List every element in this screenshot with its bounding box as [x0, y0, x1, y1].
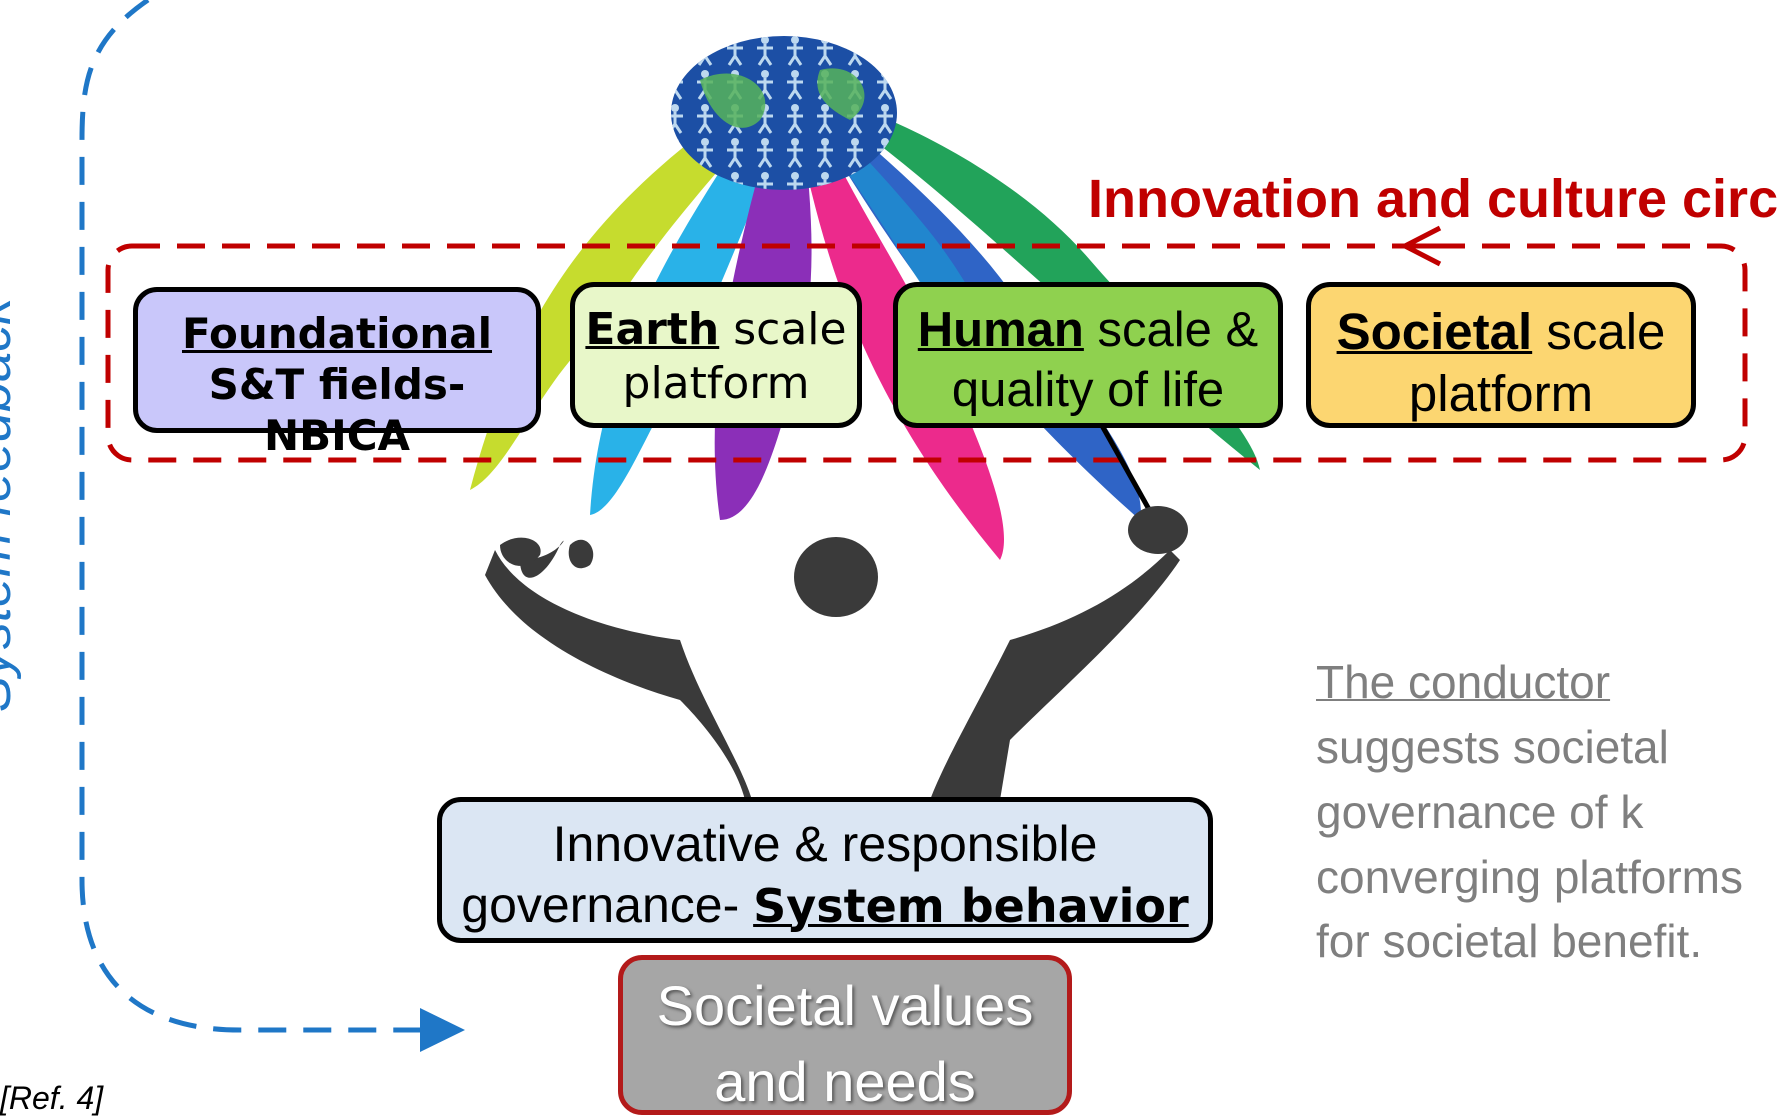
foundational-line2: S&T fields-NBICA: [208, 360, 466, 461]
earth-box: Earth scale platform: [570, 282, 862, 428]
societal-box: Societal scale platform: [1306, 282, 1696, 428]
governance-box: Innovative & responsible governance- Sys…: [437, 797, 1213, 943]
globe-icon: [671, 36, 897, 190]
human-line2: quality of life: [951, 362, 1225, 417]
feedback-loop: [79, 0, 430, 1033]
feedback-arrow-icon: [420, 1008, 465, 1052]
caption-rest: suggests societal governance of k conver…: [1316, 720, 1743, 968]
earth-bold: Earth: [585, 304, 720, 355]
circuit-loop: [105, 243, 1748, 463]
circuit-label: Innovation and culture circuit: [1088, 169, 1777, 229]
caption: The conductor suggests societal governan…: [1316, 650, 1777, 974]
foundational-box: Foundational S&T fields-NBICA: [133, 287, 541, 460]
human-box: Human scale & quality of life: [893, 282, 1283, 428]
governance-prefix: governance-: [461, 877, 754, 933]
societal-rest: scale: [1532, 303, 1666, 360]
values-line2: and needs: [714, 1050, 976, 1114]
earth-rest: scale: [719, 304, 847, 355]
feedback-label-text: System feedback: [0, 297, 22, 713]
governance-line1: Innovative & responsible: [552, 816, 1098, 872]
societal-line2: platform: [1408, 365, 1594, 423]
earth-line2: platform: [622, 357, 810, 409]
foundational-line1: Foundational: [181, 309, 493, 358]
human-bold: Human: [917, 303, 1084, 357]
values-box: Societal values and needs: [618, 955, 1072, 1115]
caption-underlined: The conductor: [1316, 656, 1611, 708]
conductor-figure-icon: [485, 537, 1180, 800]
human-rest: scale &: [1083, 303, 1259, 357]
values-line1: Societal values: [656, 974, 1034, 1037]
governance-bold: System behavior: [753, 879, 1189, 933]
circuit-arrow-icon: [1399, 225, 1460, 267]
societal-bold: Societal: [1336, 303, 1533, 360]
reference-label: [Ref. 4]: [0, 1080, 104, 1116]
baton-icon: [1097, 420, 1188, 554]
